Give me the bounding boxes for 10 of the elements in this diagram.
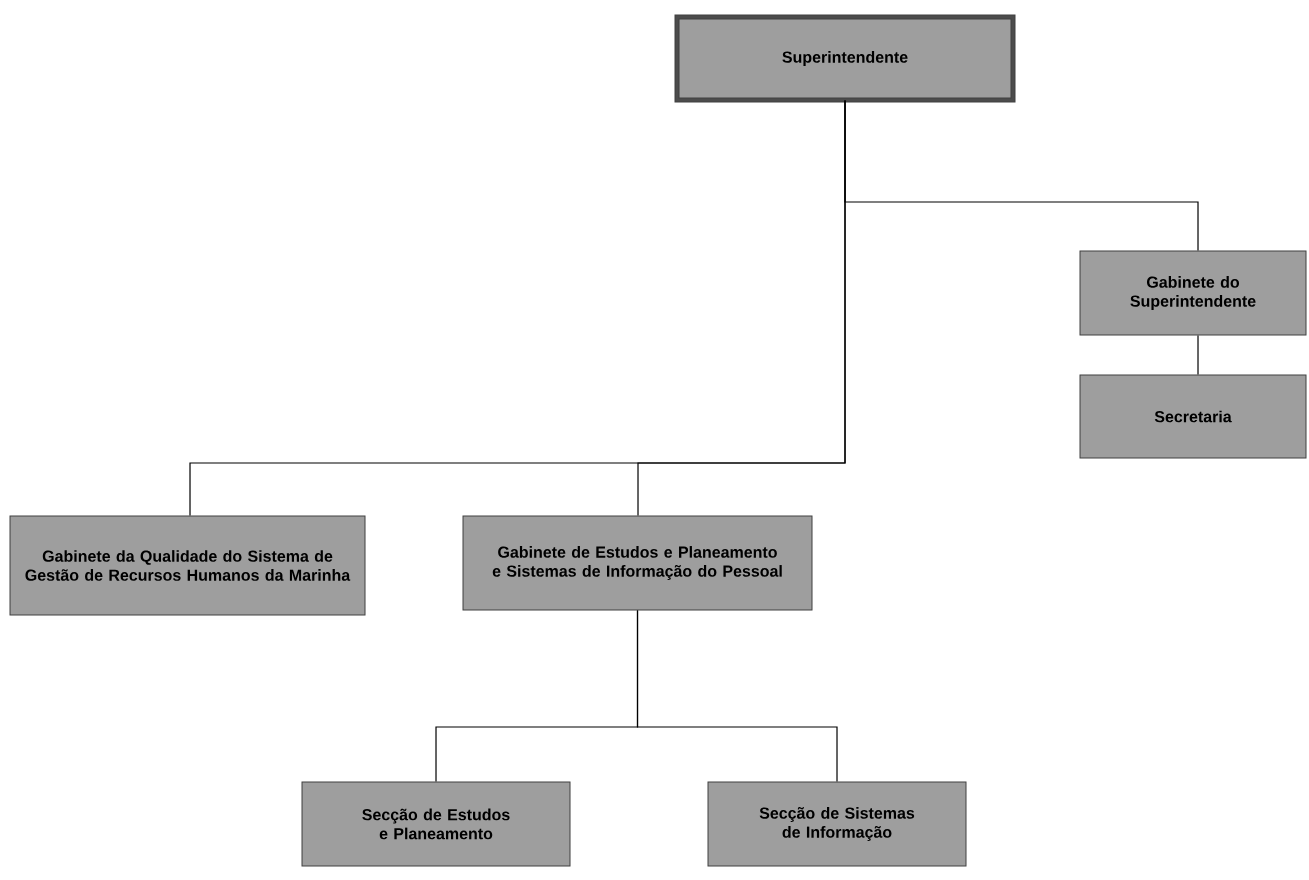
connector-line xyxy=(1197,334,1199,376)
connector-line xyxy=(636,609,838,783)
org-box: Secretaria xyxy=(1079,374,1307,459)
connector-line xyxy=(637,99,846,517)
org-box: Secção de Sistemas de Informação xyxy=(707,781,967,867)
org-box: Secção de Estudos e Planeamento xyxy=(301,781,571,867)
org-box: Superintendente xyxy=(674,14,1016,103)
org-box: Gabinete do Superintendente xyxy=(1079,250,1307,336)
org-box: Gabinete da Qualidade do Sistema de Gestão de Recursos Humanos da Marinha xyxy=(9,515,366,616)
org-box: Gabinete de Estudos e Planeamento e Sistemas de Informação do Pessoal xyxy=(462,515,813,611)
